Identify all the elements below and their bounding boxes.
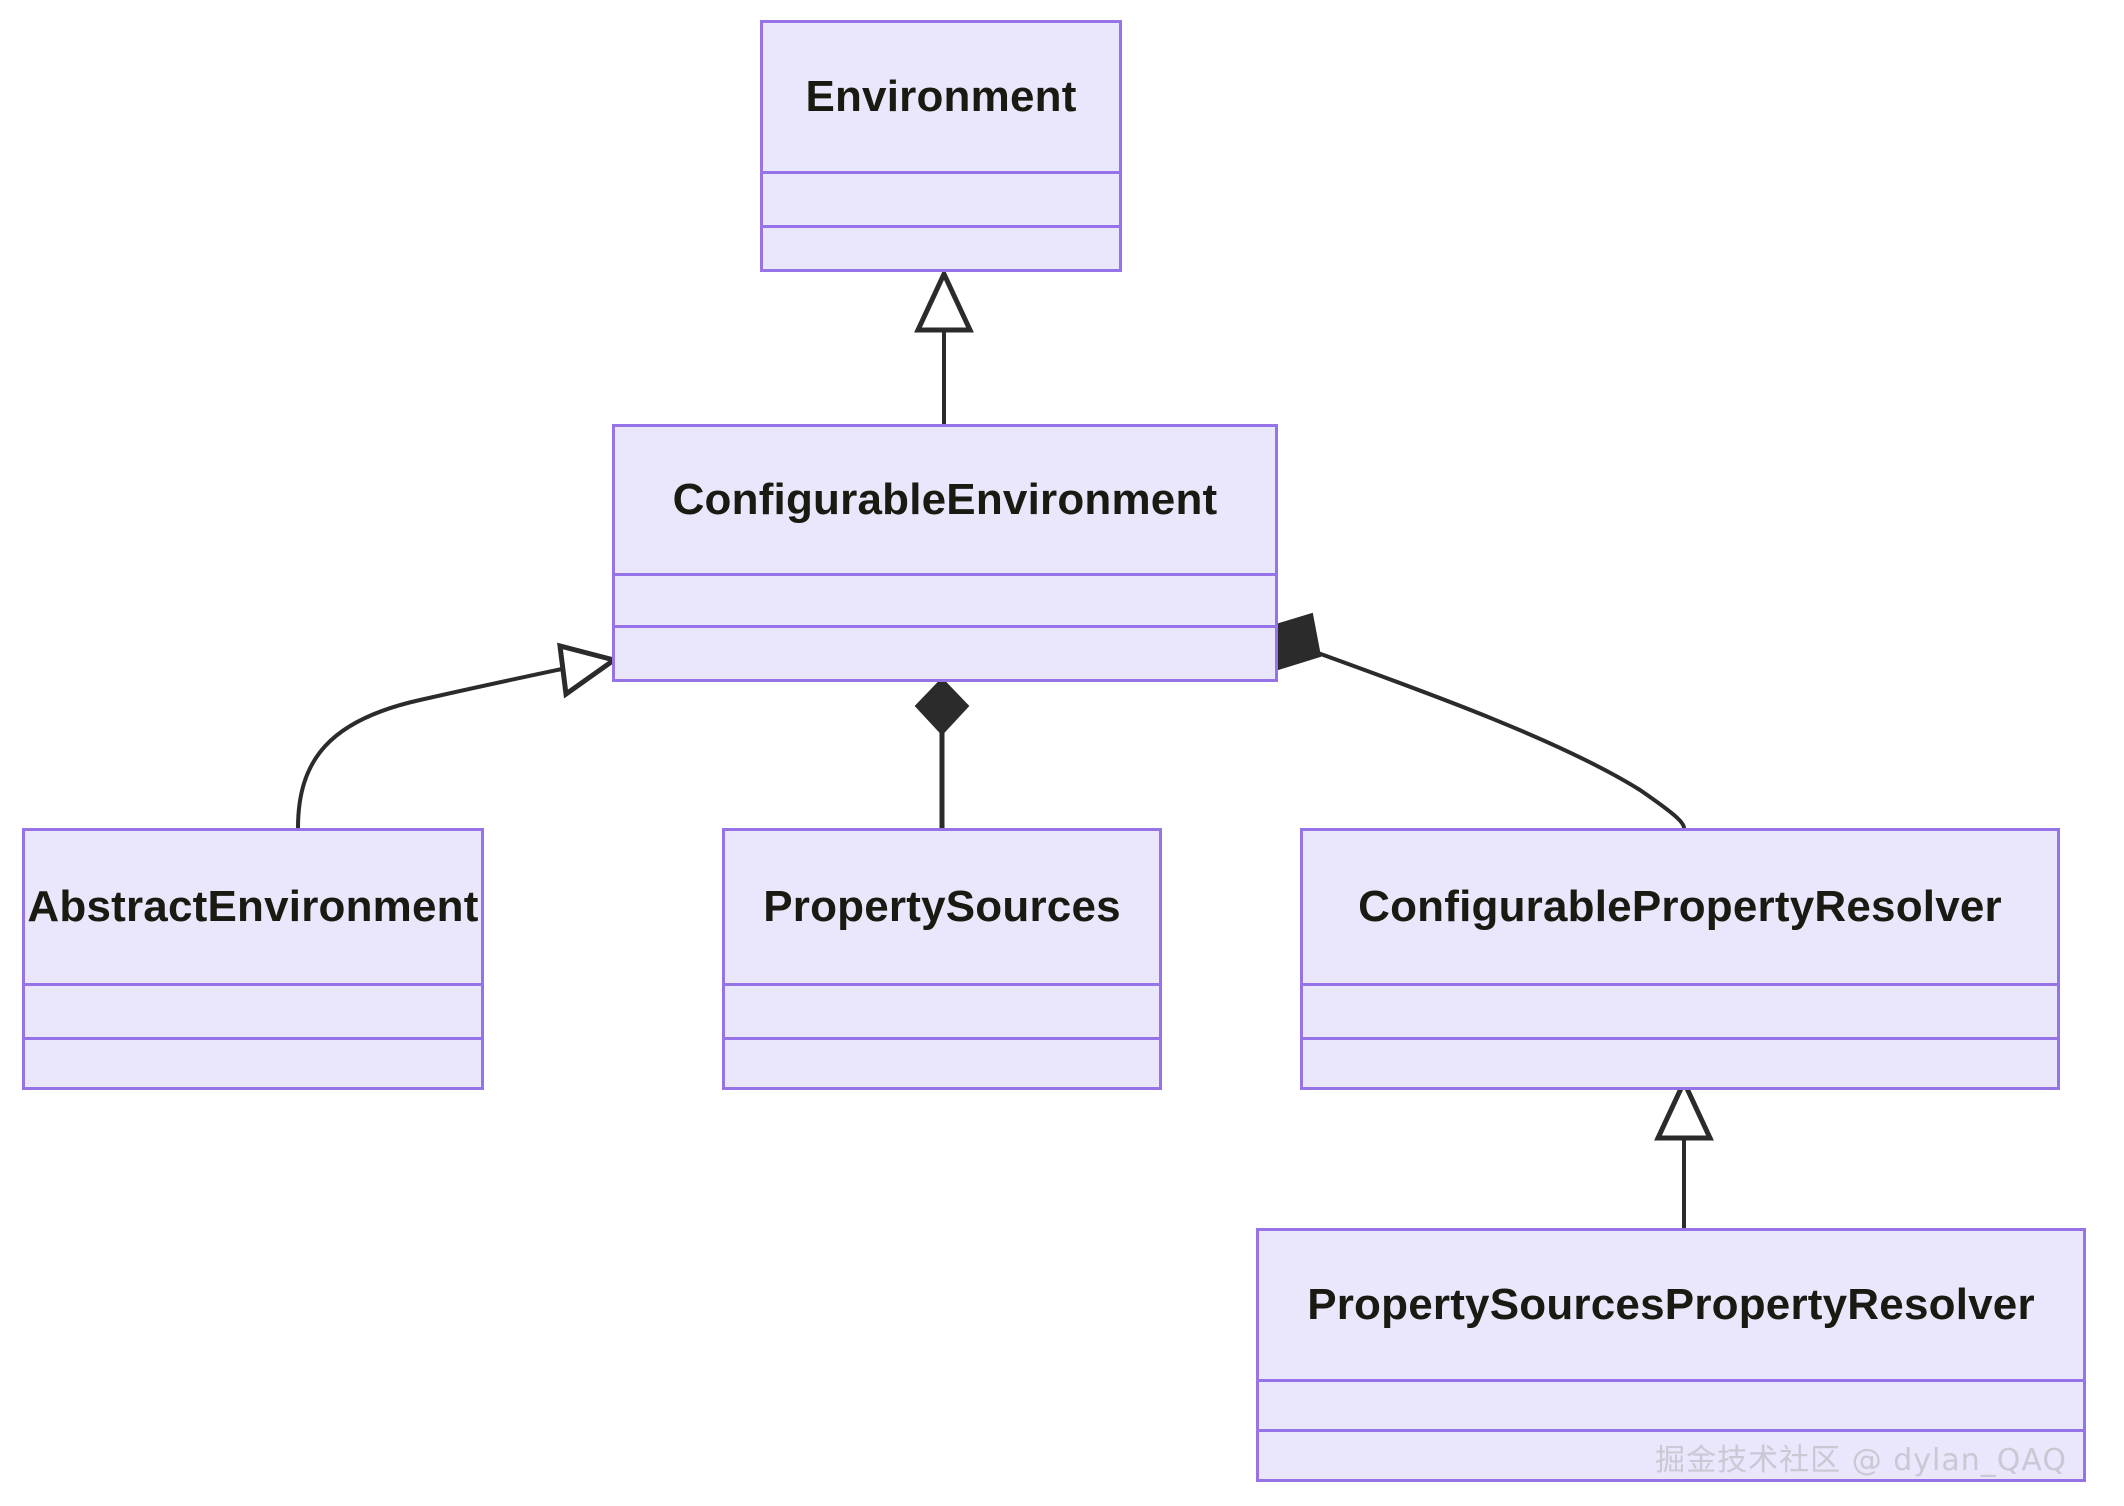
uml-methods-compartment-abstract-environment <box>25 1037 481 1093</box>
uml-class-configurable-environment[interactable]: ConfigurableEnvironment <box>612 424 1278 682</box>
uml-methods-compartment-property-sources <box>725 1037 1159 1093</box>
uml-attributes-compartment-environment <box>763 171 1119 225</box>
uml-attributes-compartment-configurable-property-resolver <box>1303 983 2057 1037</box>
uml-class-title-configurable-environment: ConfigurableEnvironment <box>672 475 1218 524</box>
uml-attributes-compartment-property-sources-property-resolver <box>1259 1379 2083 1429</box>
uml-class-title-property-sources-property-resolver: PropertySourcesPropertyResolver <box>1307 1280 2035 1329</box>
uml-methods-compartment-environment <box>763 225 1119 275</box>
uml-class-configurable-property-resolver[interactable]: ConfigurablePropertyResolver <box>1300 828 2060 1090</box>
generalization-line-abstract-environment-configurable-environment <box>296 664 577 829</box>
uml-attributes-compartment-abstract-environment <box>25 983 481 1037</box>
uml-class-property-sources-property-resolver[interactable]: PropertySourcesPropertyResolver 掘金技术社区 @… <box>1256 1228 2086 1482</box>
uml-methods-compartment-property-sources-property-resolver: 掘金技术社区 @ dylan_QAQ <box>1259 1429 2083 1485</box>
uml-attributes-compartment-property-sources <box>725 983 1159 1037</box>
edge-configurable-environment-extends-environment <box>914 268 974 424</box>
uml-class-title-environment: Environment <box>805 72 1077 121</box>
uml-class-abstract-environment[interactable]: AbstractEnvironment <box>22 828 484 1090</box>
watermark-text: 掘金技术社区 @ dylan_QAQ <box>1655 1443 2067 1478</box>
edge-abstract-environment-implements-configurable-environment <box>296 642 620 829</box>
uml-class-title-property-sources: PropertySources <box>763 882 1121 931</box>
uml-class-title-configurable-property-resolver: ConfigurablePropertyResolver <box>1358 882 2002 931</box>
composition-line-configurable-environment-configurable-property-resolver <box>1317 651 1686 829</box>
uml-class-property-sources[interactable]: PropertySources <box>722 828 1162 1090</box>
hollow-triangle-arrowhead-configurable-environment-left <box>557 642 620 699</box>
edge-property-sources-property-resolver-implements-configurable-property-resolver <box>1654 1076 1714 1228</box>
uml-methods-compartment-configurable-environment <box>615 625 1275 685</box>
hollow-triangle-arrowhead-environment <box>914 268 974 333</box>
uml-methods-compartment-configurable-property-resolver <box>1303 1037 2057 1093</box>
uml-attributes-compartment-configurable-environment <box>615 573 1275 625</box>
uml-class-title-abstract-environment: AbstractEnvironment <box>27 882 479 931</box>
edge-configurable-environment-composes-property-sources <box>914 677 970 828</box>
filled-diamond-property-sources <box>914 677 970 736</box>
edge-configurable-environment-composes-configurable-property-resolver <box>1264 612 1686 829</box>
uml-class-environment[interactable]: Environment <box>760 20 1122 272</box>
